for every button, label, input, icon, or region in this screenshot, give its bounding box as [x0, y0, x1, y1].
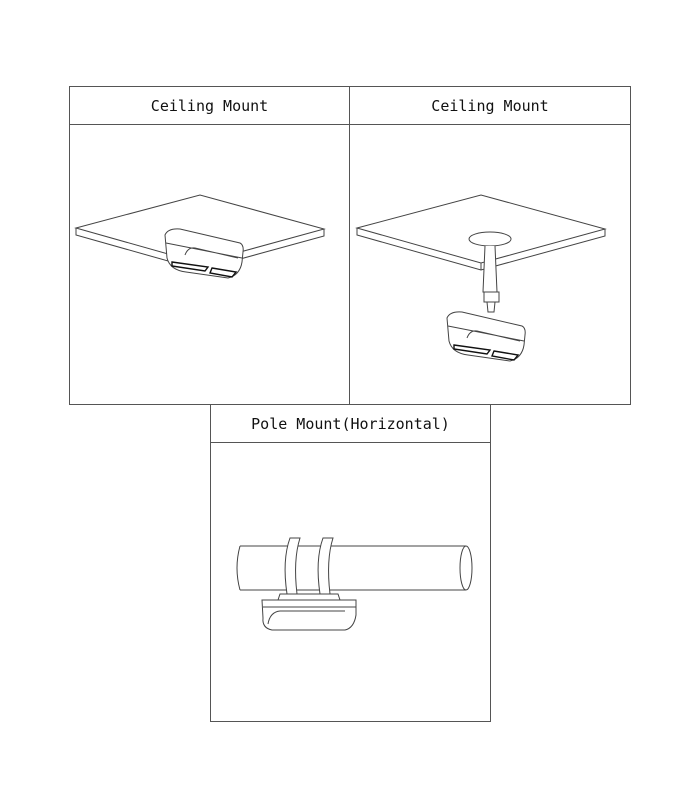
- panel-ceiling-mount: Ceiling Mount: [69, 86, 350, 405]
- panel-pole-mount: Pole Mount(Horizontal): [210, 404, 491, 722]
- panel-title: Ceiling Mount: [350, 87, 630, 125]
- panel-title: Pole Mount(Horizontal): [211, 405, 490, 443]
- panel-ceiling-mount-bracket: Ceiling Mount: [349, 86, 631, 405]
- panel-title: Ceiling Mount: [70, 87, 349, 125]
